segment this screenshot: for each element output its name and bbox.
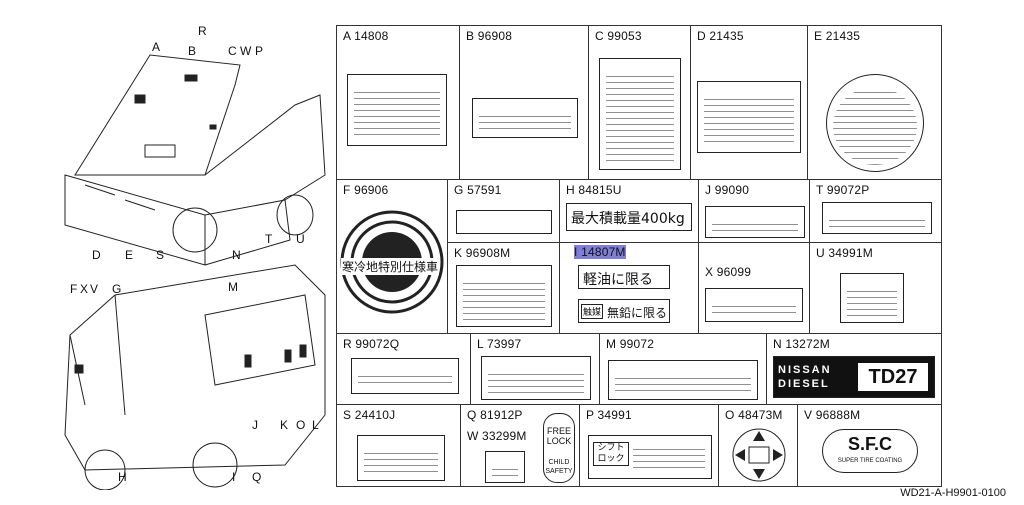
label-cell-p: P 34991 シフトロック [579, 404, 719, 487]
callout-i: I [232, 470, 236, 484]
pickup-front-view [64, 54, 326, 266]
label-q-child-safety-text: CHILD SAFETY [545, 459, 573, 475]
label-cell-a: A 14808 [336, 25, 460, 180]
callout-a: A [152, 40, 161, 54]
label-cell-t: T 99072P [809, 179, 942, 243]
label-a-sticker [347, 74, 447, 146]
vehicle-illustration [64, 54, 326, 490]
callout-r: R [198, 24, 207, 38]
callout-d: D [92, 248, 101, 262]
label-n-brand: NISSAN DIESEL [778, 364, 832, 390]
label-cell-o: O 48473M [718, 404, 798, 487]
label-n-diesel-badge: NISSAN DIESEL TD27 [773, 356, 935, 398]
label-s-sticker [357, 435, 445, 481]
label-o-shift-pattern-icon [732, 428, 786, 482]
callout-w: W [240, 44, 252, 58]
label-p-sticker: シフトロック [588, 435, 712, 479]
label-cell-f: F 96906 寒冷地特別仕様車 [336, 179, 448, 334]
callout-f: F [70, 282, 78, 296]
label-cell-c: C 99053 [588, 25, 691, 180]
callout-s: S [156, 248, 165, 262]
label-f-text: 寒冷地特別仕様車 [341, 258, 440, 275]
callout-v: V [90, 282, 99, 296]
label-i-unleaded-sticker: 触媒 無鉛に限る [578, 299, 670, 323]
label-w-sticker [485, 451, 525, 483]
label-x-sticker [705, 288, 803, 322]
label-m-sticker [608, 360, 758, 400]
label-cell-v: V 96888M S.F.C SUPER TIRE COATING [797, 404, 942, 487]
callout-k: K [280, 418, 289, 432]
diagram-reference-code: WD21-A-H9901-0100 [900, 487, 1006, 499]
callout-p: P [255, 44, 264, 58]
label-v-sfc-logo: S.F.C SUPER TIRE COATING [822, 429, 918, 473]
callout-l: L [312, 418, 319, 432]
callout-h: H [118, 470, 127, 484]
label-cell-g: G 57591 [447, 179, 560, 243]
label-cell-b: B 96908 [459, 25, 589, 180]
callout-n: N [232, 248, 241, 262]
callout-q: Q [252, 470, 262, 484]
label-t-sticker [822, 202, 932, 234]
label-cell-h: H 84815U 最大積載量400kg [559, 179, 699, 243]
label-i-diesel-sticker: 軽油に限る [578, 265, 670, 289]
label-cell-r: R 99072Q [336, 333, 471, 405]
label-cell-l: L 73997 [470, 333, 600, 405]
label-e-round-sticker [826, 74, 924, 172]
callout-b: B [188, 44, 197, 58]
label-cell-q: Q 81912P W 33299M FREE LOCK CHILD SAFETY [460, 404, 580, 487]
label-w-code: W 33299M [467, 429, 527, 443]
callout-j: J [252, 418, 258, 432]
label-d-sticker [697, 81, 801, 153]
label-c-sticker [599, 58, 681, 170]
label-cell-m: M 99072 [599, 333, 767, 405]
label-j-sticker [705, 206, 805, 238]
callout-o: O [296, 418, 306, 432]
label-b-sticker [472, 98, 578, 138]
label-g-sticker [456, 210, 552, 234]
label-r-sticker [351, 358, 459, 394]
label-cell-d: D 21435 [690, 25, 808, 180]
label-k-sticker [456, 265, 552, 327]
label-p-box: シフトロック [593, 442, 629, 466]
label-n-model: TD27 [858, 363, 928, 391]
label-cell-s: S 24410J [336, 404, 461, 487]
callout-t: T [265, 232, 273, 246]
label-cell-n: N 13272M NISSAN DIESEL TD27 [766, 333, 942, 405]
callout-g: G [112, 282, 122, 296]
label-v-logo-text: S.F.C [847, 434, 892, 454]
label-cell-u: U 34991M [809, 242, 942, 334]
label-cell-i: I 14807M 軽油に限る 触媒 無鉛に限る [559, 242, 699, 334]
callout-e: E [125, 248, 134, 262]
label-q-free-lock: FREE LOCK CHILD SAFETY [543, 413, 575, 483]
callout-x: X [80, 282, 89, 296]
label-cell-x: X 96099 [698, 242, 810, 334]
label-h-sticker: 最大積載量400kg [566, 203, 692, 231]
label-cell-e: E 21435 [807, 25, 942, 180]
label-cell-k: K 96908M [447, 242, 560, 334]
label-v-sub: SUPER TIRE COATING [837, 458, 903, 464]
callout-u: U [296, 232, 305, 246]
callout-c: C [228, 44, 237, 58]
suv-rear-view [64, 264, 326, 490]
label-cell-j: J 99090 [698, 179, 810, 243]
label-u-tag [840, 273, 904, 323]
callout-m: M [228, 280, 238, 294]
label-q-free-lock-text: FREE LOCK [546, 426, 572, 446]
label-l-sticker [481, 356, 591, 400]
